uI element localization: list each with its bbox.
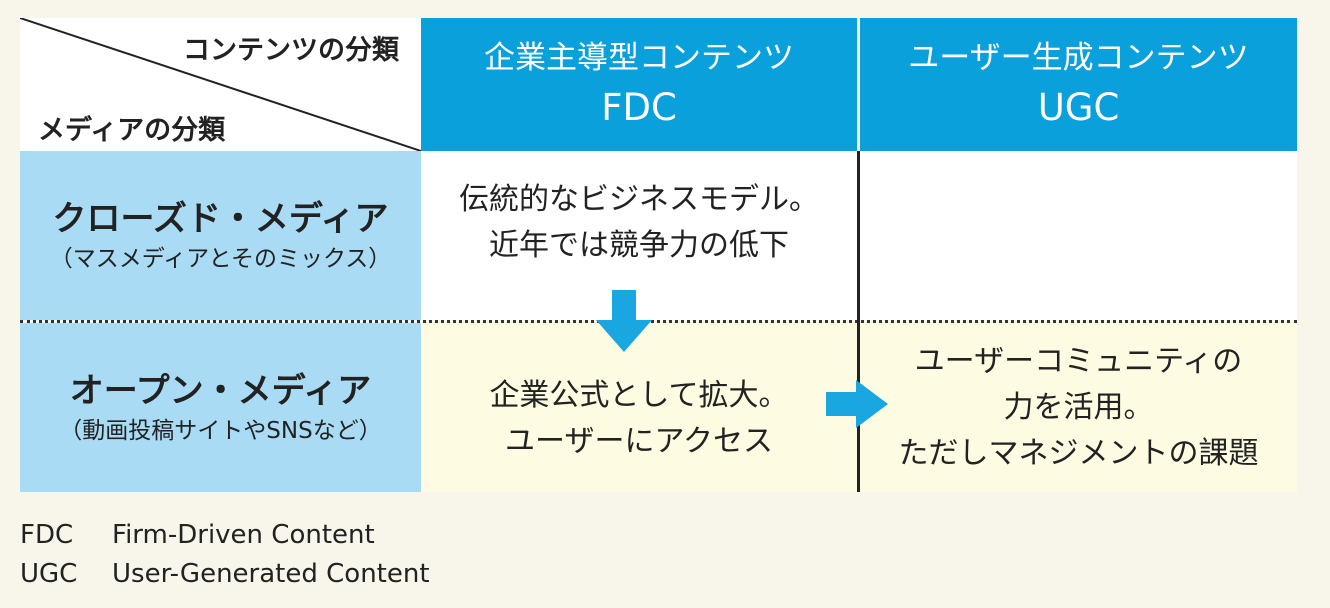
media-classification-label: メディアの分類 [38,115,226,146]
legend-item-fdc: FDC Firm-Driven Content [20,517,375,553]
cell-closed-ugc [860,151,1297,320]
cell-open-fdc: 企業公式として拡大。 ユーザーにアクセス [421,323,857,492]
row-header-closed-media: クローズド・メディア （マスメディアとそのミックス） [20,151,421,320]
cell-line: 力を活用。 [1003,389,1154,425]
row-header-title: オープン・メディア [69,370,372,411]
column-header-title: ユーザー生成コンテンツ [908,39,1249,76]
column-header-abbr: UGC [1037,85,1120,129]
row-header-subtitle: （動画投稿サイトやSNSなど） [59,417,382,444]
column-divider [857,151,860,492]
column-header-abbr: FDC [601,85,677,129]
cell-line: 近年では競争力の低下 [489,227,789,263]
legend-abbr: FDC [20,520,74,550]
legend-abbr: UGC [20,559,78,589]
cell-line: 企業公式として拡大。 [489,377,789,413]
corner-cell: コンテンツの分類 メディアの分類 [20,18,421,151]
cell-line: 伝統的なビジネスモデル。 [459,181,819,217]
content-classification-label: コンテンツの分類 [183,35,399,66]
arrow-down-icon [596,290,652,352]
legend-text: User-Generated Content [112,559,430,589]
column-header-title: 企業主導型コンテンツ [484,39,794,76]
row-divider-dotted [20,320,1297,323]
column-header-ugc: ユーザー生成コンテンツ UGC [860,18,1297,151]
cell-line: ユーザーコミュニティの [914,343,1243,379]
row-header-open-media: オープン・メディア （動画投稿サイトやSNSなど） [20,323,421,492]
arrow-right-icon [826,380,888,428]
legend-item-ugc: UGC User-Generated Content [20,556,430,592]
cell-line: ただしマネジメントの課題 [898,435,1259,471]
diagonal-divider [20,18,421,151]
row-header-title: クローズド・メディア [52,198,389,239]
column-header-fdc: 企業主導型コンテンツ FDC [421,18,857,151]
cell-line: ユーザーにアクセス [505,423,773,459]
legend-text: Firm-Driven Content [112,520,375,550]
cell-open-ugc: ユーザーコミュニティの 力を活用。 ただしマネジメントの課題 [860,323,1297,492]
cell-closed-fdc: 伝統的なビジネスモデル。 近年では競争力の低下 [421,151,857,320]
row-header-subtitle: （マスメディアとそのミックス） [49,245,392,272]
